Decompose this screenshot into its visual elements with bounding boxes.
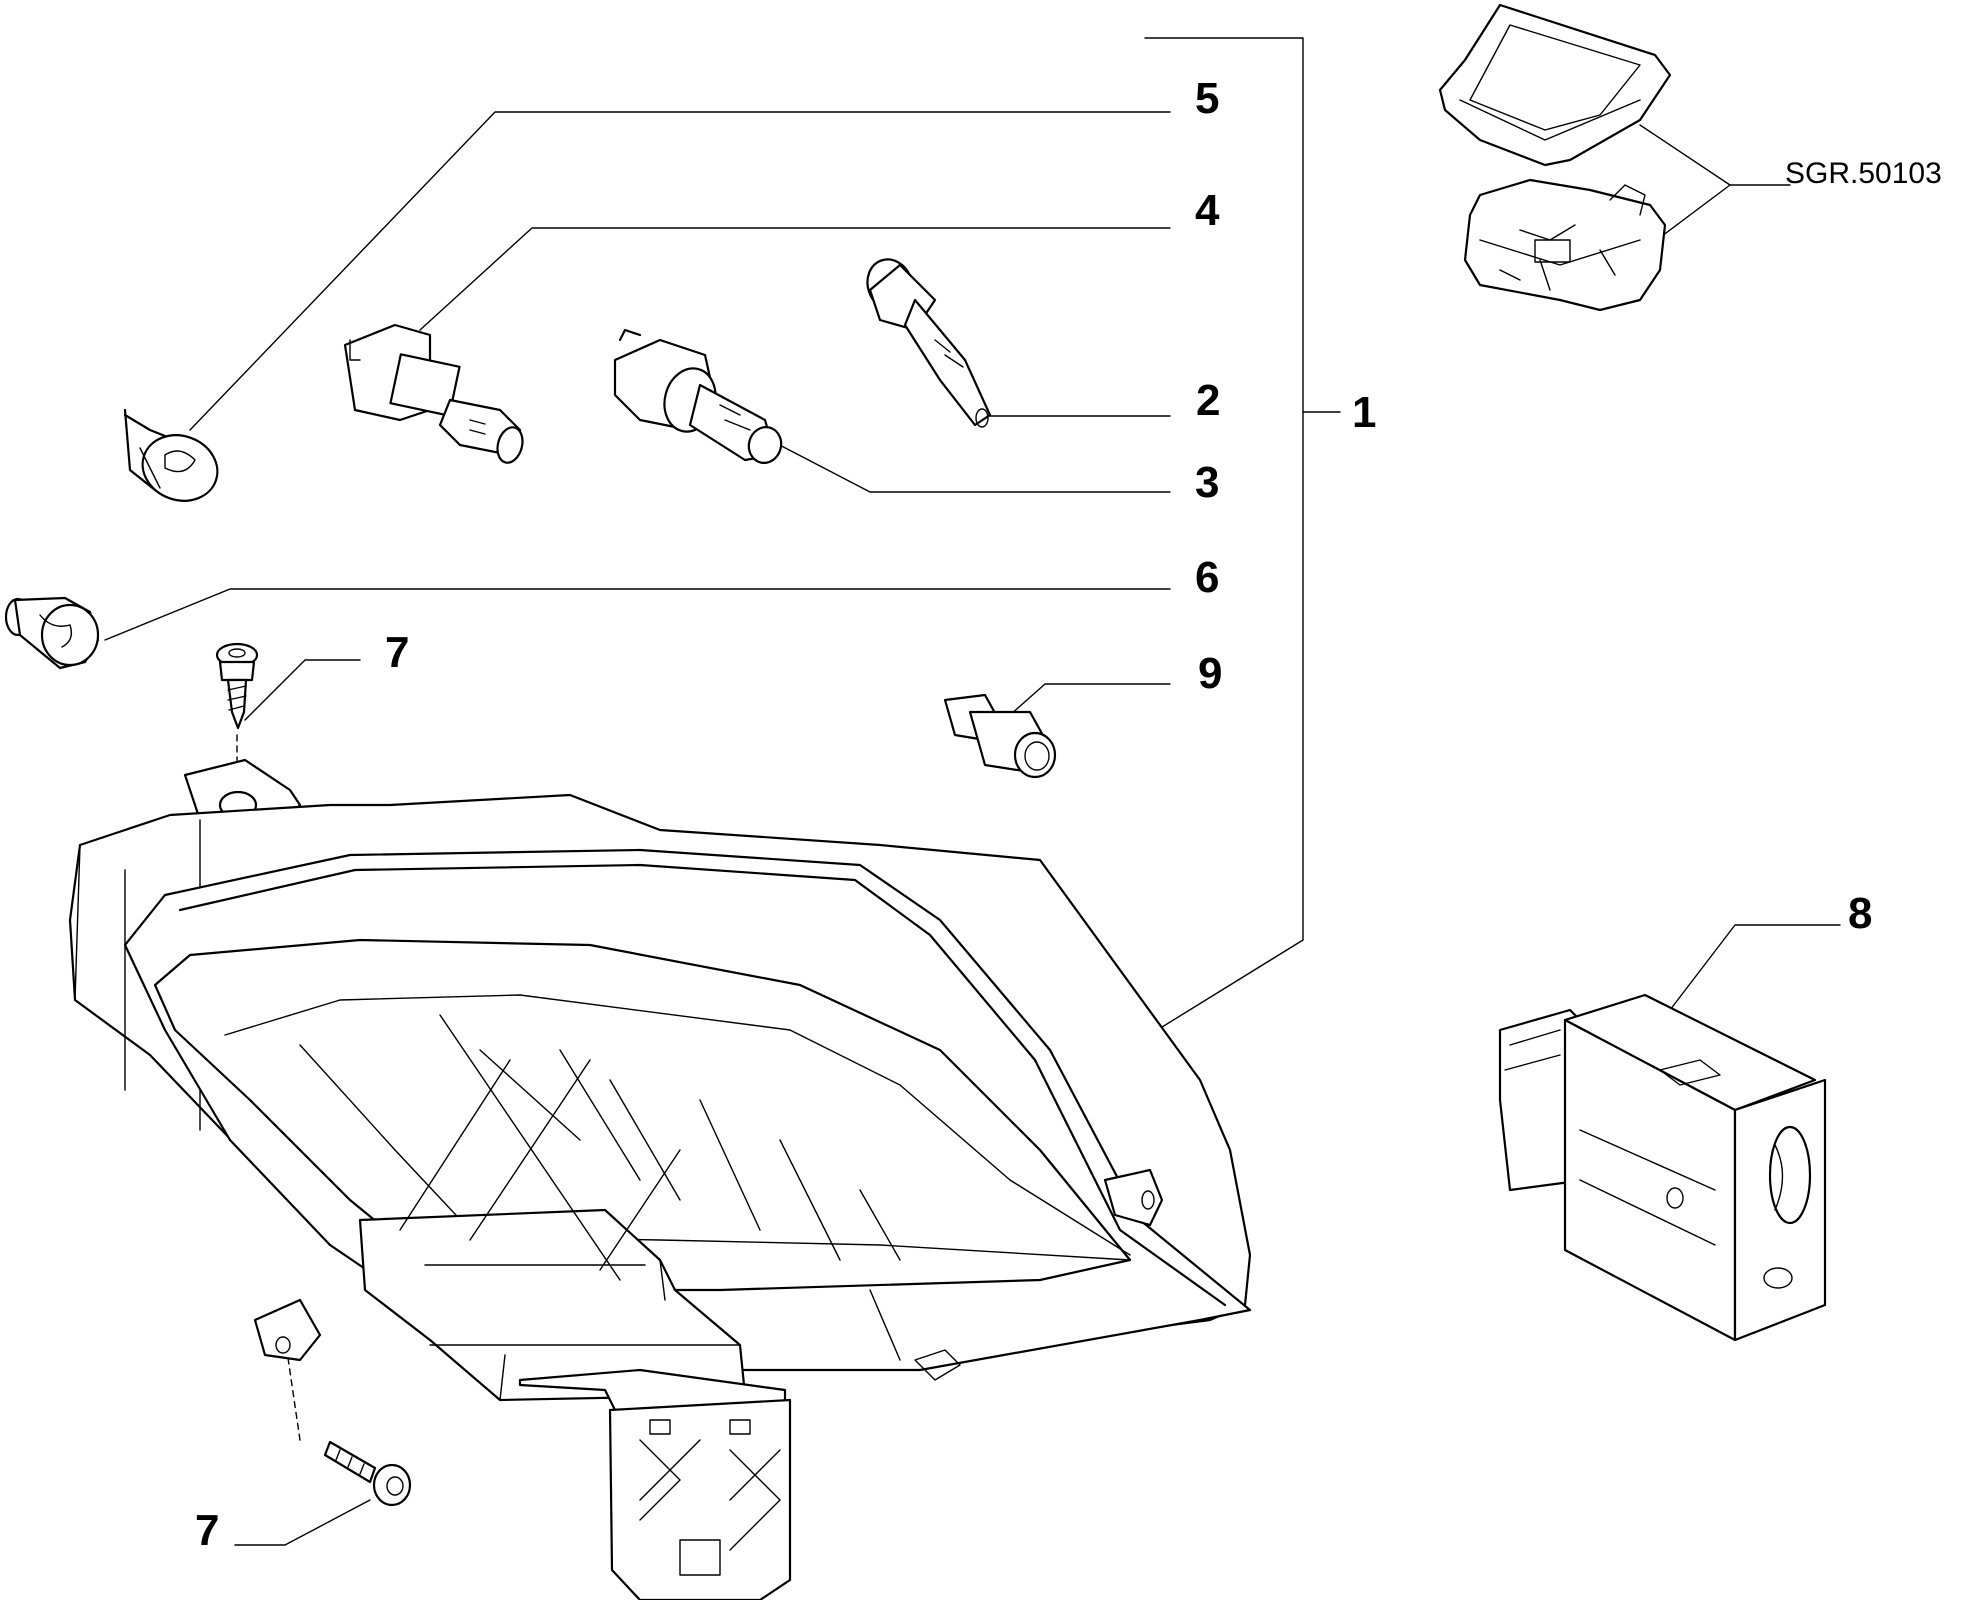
leader-1-top [1144,37,1304,941]
part-1-headlamp-assembly [68,758,1252,1600]
callout-3: 3 [1195,458,1219,507]
part-2-capsule-bulb [866,258,992,428]
callout-2: 2 [1196,376,1220,425]
callout-4: 4 [1195,186,1220,235]
part-3-h7-bulb [613,328,783,464]
leader-6 [104,588,1171,641]
leader-7b [234,1499,371,1546]
part-9-bulb-holder [943,693,1057,779]
leader-5 [189,111,1171,431]
leader-3 [769,439,1171,493]
reference-code: SGR.50103 [1785,157,1942,190]
callout-8: 8 [1848,889,1872,938]
part-cover-housing [1438,3,1672,312]
leader-sgr [1639,124,1791,186]
leader-9 [1009,683,1171,716]
part-5-wedge-bulb [123,408,219,502]
part-8-light-switch [1498,993,1827,1342]
callout-labels: 1 2 3 4 5 6 7 7 8 9 SGR.50103 [195,74,1942,1555]
part-7-screw-top [215,642,259,730]
callout-1: 1 [1352,388,1376,437]
callout-9: 9 [1198,649,1222,698]
leader-7a [244,659,361,721]
part-6-bayonet-bulb [4,596,100,670]
callout-7-bottom: 7 [195,1506,219,1555]
part-4-h1-bulb [343,323,524,464]
callout-6: 6 [1195,553,1219,602]
leader-8 [1669,924,1841,1011]
part-7-screw-bottom [323,1440,412,1507]
leader-4 [419,227,1171,331]
callout-7-top: 7 [385,628,409,677]
callout-5: 5 [1195,74,1219,123]
leader-screw-bottom [287,1357,301,1441]
